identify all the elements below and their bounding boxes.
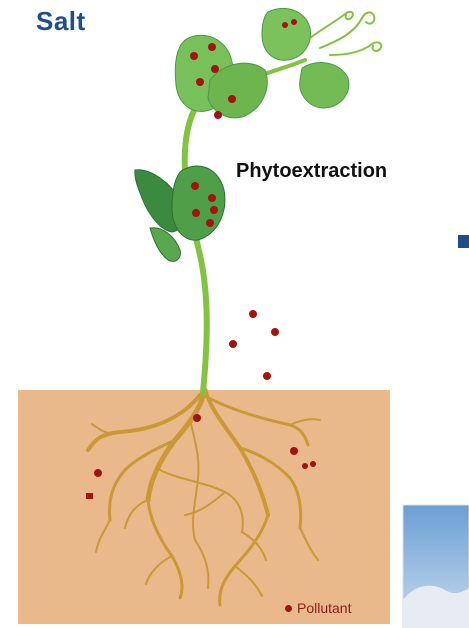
legend: Pollutant [285,600,351,616]
plant-stem [185,95,207,392]
leaf-cluster-top [175,9,348,118]
leaf-cluster-mid [135,166,225,261]
tendrils [300,12,381,55]
photo-thumbnail [403,505,469,628]
slide-marker [458,235,469,248]
legend-label: Pollutant [297,600,351,616]
process-label: Phytoextraction [236,160,387,183]
page-title: Salt [36,6,86,37]
pollutant-dot-icon [285,605,292,612]
